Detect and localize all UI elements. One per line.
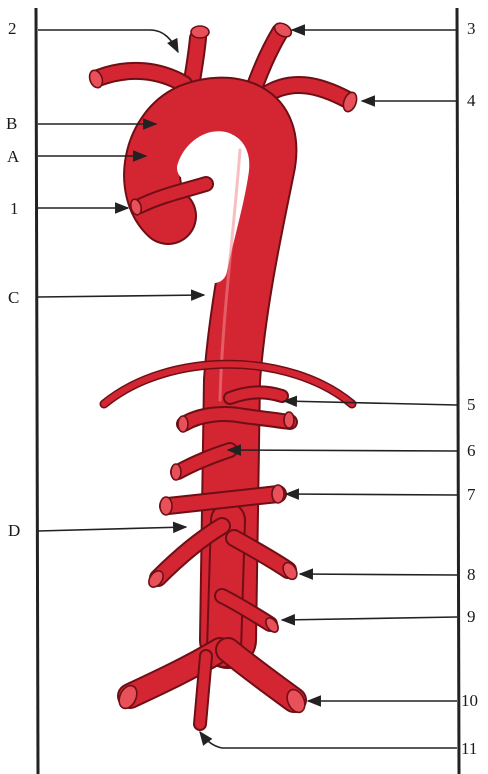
arrow-2 xyxy=(38,30,178,52)
label-b: B xyxy=(6,114,17,133)
arrow-7 xyxy=(286,494,457,495)
label-11: 11 xyxy=(461,739,477,758)
arrow-d xyxy=(38,527,186,531)
arrow-8 xyxy=(300,574,457,575)
right-frame-line xyxy=(457,8,459,774)
arrow-c xyxy=(38,295,204,297)
arrow-9 xyxy=(282,617,457,620)
label-6: 6 xyxy=(467,441,476,460)
aorta xyxy=(87,20,359,724)
label-9: 9 xyxy=(467,607,476,626)
left-frame-line xyxy=(36,8,38,774)
label-1: 1 xyxy=(10,199,19,218)
label-4: 4 xyxy=(467,91,476,110)
label-c: C xyxy=(8,288,19,307)
arrow-6 xyxy=(228,450,457,451)
label-d: D xyxy=(8,521,20,540)
label-3: 3 xyxy=(467,19,476,38)
arrow-5 xyxy=(284,401,457,405)
label-10: 10 xyxy=(461,691,478,710)
label-5: 5 xyxy=(467,395,476,414)
label-7: 7 xyxy=(467,485,476,504)
label-8: 8 xyxy=(467,565,476,584)
label-2: 2 xyxy=(8,19,17,38)
arrow-11 xyxy=(200,732,457,748)
label-a: A xyxy=(7,147,20,166)
